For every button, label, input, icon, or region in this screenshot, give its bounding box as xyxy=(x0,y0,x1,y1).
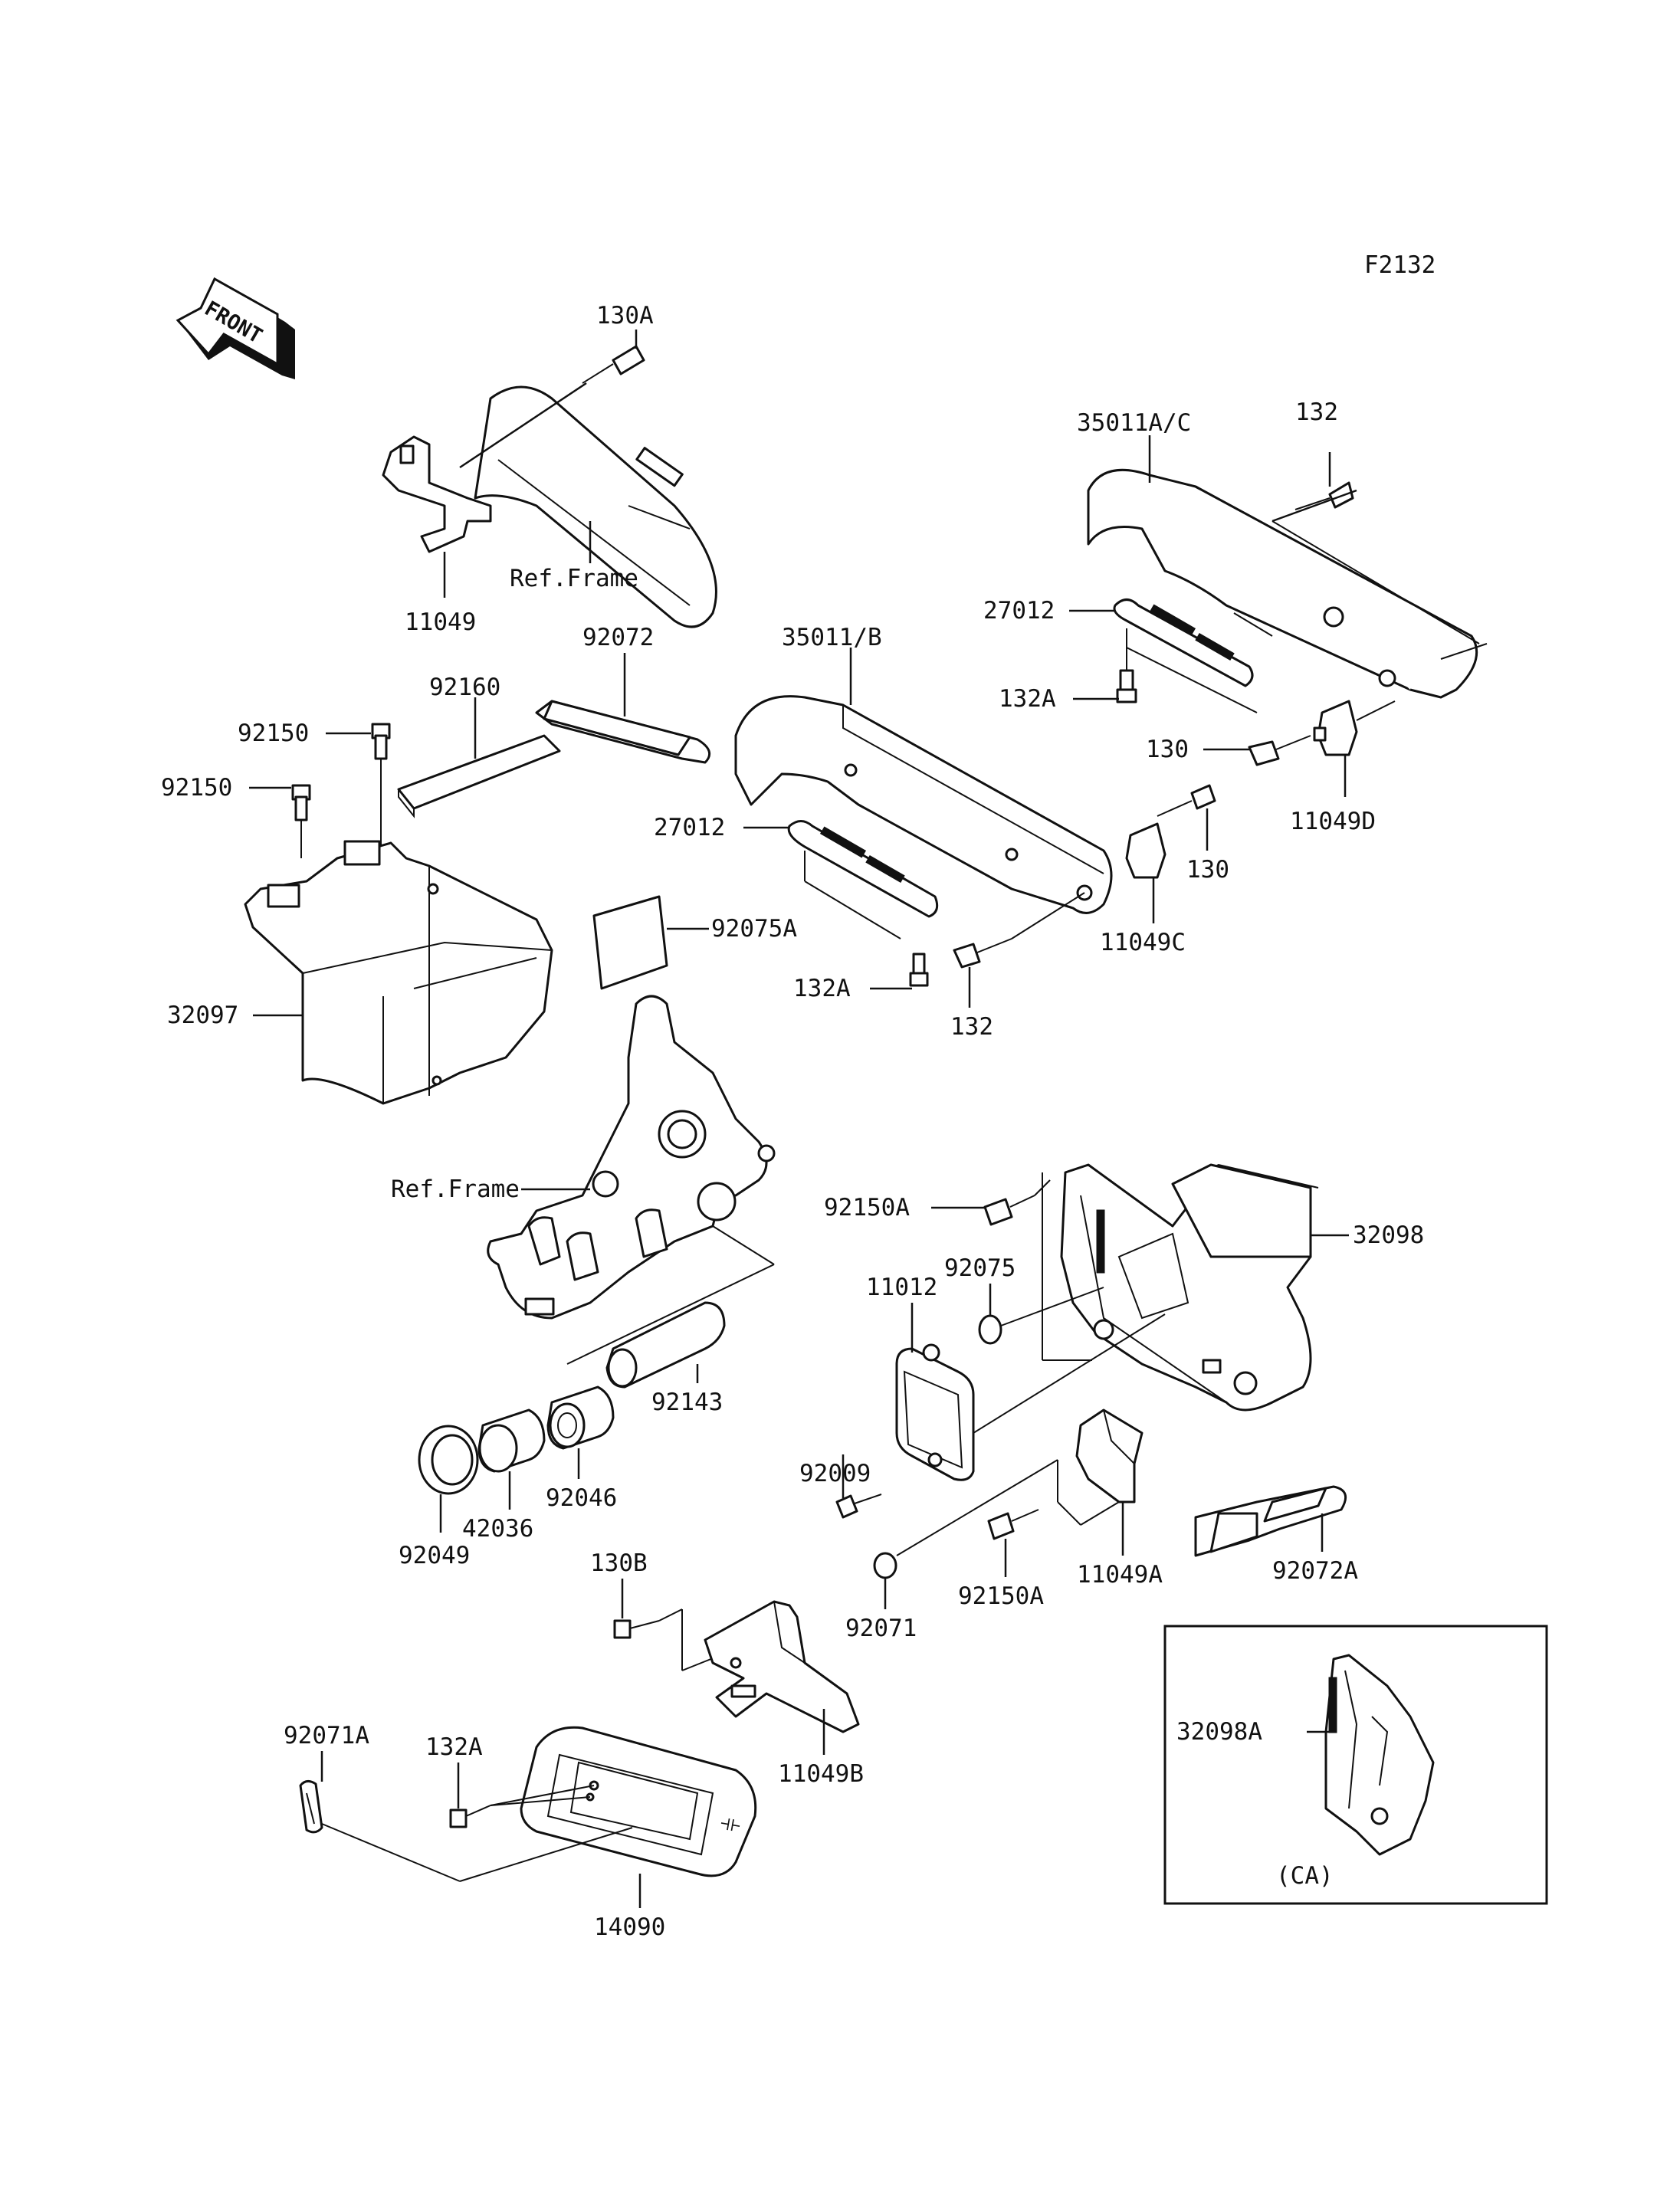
label-27012-a: 27012 xyxy=(983,597,1055,625)
bolt-130-a xyxy=(1248,735,1311,766)
collar-92143 xyxy=(605,1301,726,1389)
bracket-11049 xyxy=(382,435,492,553)
label-ref-frame-lower: Ref.Frame xyxy=(391,1176,520,1203)
label-92072A: 92072A xyxy=(1272,1557,1358,1585)
seal-92049 xyxy=(418,1425,479,1495)
bolt-132A-c xyxy=(449,1805,491,1828)
label-92071: 92071 xyxy=(845,1615,917,1642)
label-130A: 130A xyxy=(596,302,654,330)
diagram-code: F2132 xyxy=(1364,251,1436,279)
bolt-130B xyxy=(613,1619,660,1639)
bracket-11049D xyxy=(1313,700,1358,756)
label-11049C: 11049C xyxy=(1100,929,1186,956)
cover-32098A xyxy=(1324,1654,1435,1856)
label-130-b: 130 xyxy=(1186,856,1229,884)
bearing-92046 xyxy=(546,1385,615,1450)
label-32098: 32098 xyxy=(1353,1221,1424,1249)
label-130B: 130B xyxy=(590,1549,648,1577)
label-92009: 92009 xyxy=(799,1460,871,1487)
sheet-92075A xyxy=(592,895,668,990)
bolt-92150-b xyxy=(291,784,311,821)
battery-case-32097 xyxy=(244,840,553,1105)
bolt-132-top xyxy=(1294,481,1354,510)
label-32097: 32097 xyxy=(167,1002,238,1029)
bolt-130A xyxy=(582,345,645,384)
label-92075: 92075 xyxy=(944,1254,1016,1282)
label-ref-frame-upper: Ref.Frame xyxy=(510,565,638,592)
bracket-11049C xyxy=(1125,822,1166,879)
bolt-130-b xyxy=(1157,784,1216,817)
svg-text:⫩: ⫩ xyxy=(718,1816,746,1834)
label-92046: 92046 xyxy=(546,1484,617,1512)
label-11049: 11049 xyxy=(405,608,476,636)
label-130-a: 130 xyxy=(1146,736,1189,763)
label-92150-a: 92150 xyxy=(238,720,309,747)
label-27012-b: 27012 xyxy=(654,814,725,841)
bolt-132-mid xyxy=(953,938,1012,969)
label-92072: 92072 xyxy=(582,624,654,651)
plate-27012-a xyxy=(1113,598,1254,687)
inset-frame xyxy=(1163,1625,1548,1905)
label-92143: 92143 xyxy=(651,1389,723,1416)
strap-92072 xyxy=(535,700,711,764)
box-11012 xyxy=(895,1343,975,1481)
cover-32098 xyxy=(1060,1163,1319,1412)
label-11049D: 11049D xyxy=(1290,808,1376,835)
label-35011AC: 35011A/C xyxy=(1077,409,1191,437)
label-92160: 92160 xyxy=(429,674,500,701)
label-92150A-b: 92150A xyxy=(958,1582,1044,1610)
label-32098A: 32098A xyxy=(1176,1718,1262,1746)
label-11049B: 11049B xyxy=(778,1760,864,1788)
frame-section-upper xyxy=(474,385,717,628)
plate-27012-b xyxy=(787,820,939,918)
bolt-132A-b xyxy=(909,953,929,987)
front-arrow-icon: FRONT xyxy=(176,277,295,379)
label-92150-b: 92150 xyxy=(161,774,232,802)
label-14090: 14090 xyxy=(594,1913,665,1941)
label-132-mid: 132 xyxy=(950,1013,993,1041)
chain-cover-35011B xyxy=(734,695,1113,914)
bolt-92150A-a xyxy=(983,1195,1035,1226)
bolt-92150A-b xyxy=(987,1509,1039,1540)
label-92075A: 92075A xyxy=(711,915,797,943)
label-132A-c: 132A xyxy=(425,1733,483,1761)
label-132-top: 132 xyxy=(1295,398,1338,426)
pad-92160 xyxy=(397,734,561,818)
label-92150A-a: 92150A xyxy=(824,1194,910,1221)
inset-caption: (CA) xyxy=(1276,1862,1334,1890)
label-42036: 42036 xyxy=(462,1515,533,1543)
sleeve-14090: ⫩ xyxy=(520,1726,757,1877)
label-92049: 92049 xyxy=(399,1542,470,1569)
label-11049A: 11049A xyxy=(1077,1561,1163,1589)
chain-cover-35011AC xyxy=(1087,468,1488,699)
grommet-92071 xyxy=(873,1552,897,1579)
bolt-92150-a xyxy=(371,723,391,760)
nut-92075 xyxy=(978,1314,1002,1345)
label-11012: 11012 xyxy=(866,1274,937,1301)
label-132A-b: 132A xyxy=(793,975,851,1002)
label-132A-a: 132A xyxy=(999,685,1056,713)
strap-92072A xyxy=(1194,1485,1347,1557)
bracket-11049B xyxy=(704,1600,860,1733)
frame-section-lower xyxy=(487,995,776,1365)
bolt-132A-a xyxy=(1116,669,1137,703)
sleeve-42036 xyxy=(477,1408,546,1473)
label-35011B: 35011/B xyxy=(782,624,882,651)
grommet-92071A xyxy=(299,1780,323,1834)
bracket-11049A xyxy=(1075,1408,1144,1503)
label-92071A: 92071A xyxy=(284,1722,369,1749)
screw-92009 xyxy=(835,1494,882,1519)
